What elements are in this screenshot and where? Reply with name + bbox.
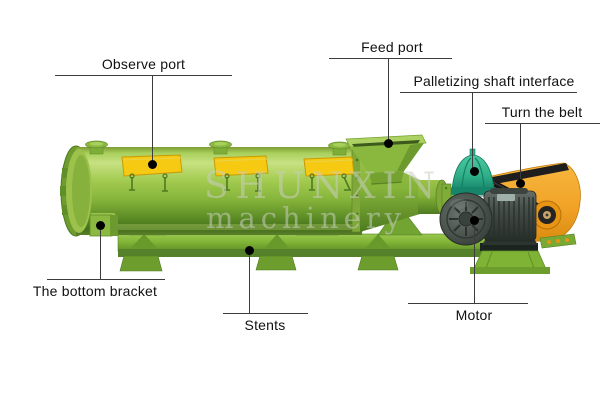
feed-port-leader-line	[329, 58, 452, 59]
watermark-line1: SHUNXIN	[204, 166, 442, 207]
label-turn-the-belt: Turn the belt	[501, 104, 583, 120]
watermark: SHUNXIN machinery	[204, 166, 442, 235]
label-bottom-bracket: The bottom bracket	[32, 283, 158, 299]
label-feed-port: Feed port	[361, 39, 423, 55]
bottom-bracket-pointer-line	[100, 225, 101, 279]
feed-port-marker-dot	[384, 139, 393, 148]
palletizing-leader-line	[400, 92, 577, 93]
stents-marker-dot	[245, 246, 254, 255]
observe-port-marker-dot	[148, 160, 157, 169]
observe-port-panel	[121, 154, 355, 177]
turn-belt-pointer-line	[520, 124, 521, 183]
bottom-bracket-marker-dot	[96, 221, 105, 230]
vent-port	[85, 140, 351, 156]
bottom-bracket-leader-line	[47, 279, 165, 280]
motor-pointer-line	[474, 220, 475, 303]
label-motor: Motor	[455, 307, 493, 323]
turn-belt-marker-dot	[516, 179, 525, 188]
motor-leader-line	[408, 303, 528, 304]
feed-port-pointer-line	[388, 59, 389, 143]
motor	[439, 188, 550, 274]
palletizing-pointer-line	[472, 93, 473, 171]
palletizing-marker-dot	[470, 167, 479, 176]
watermark-line2: machinery	[206, 201, 406, 235]
stents-leader-line	[223, 313, 308, 314]
stents-pointer-line	[249, 250, 250, 313]
observe-port-pointer-line	[152, 76, 153, 164]
label-observe-port: Observe port	[101, 56, 186, 72]
observe-port-leader-line	[55, 75, 232, 76]
panel-latches	[129, 173, 351, 192]
label-palletizing-shaft-interface: Palletizing shaft interface	[413, 73, 575, 89]
label-stents: Stents	[244, 317, 286, 333]
turn-belt-leader-line	[485, 123, 600, 124]
motor-marker-dot	[470, 216, 479, 225]
